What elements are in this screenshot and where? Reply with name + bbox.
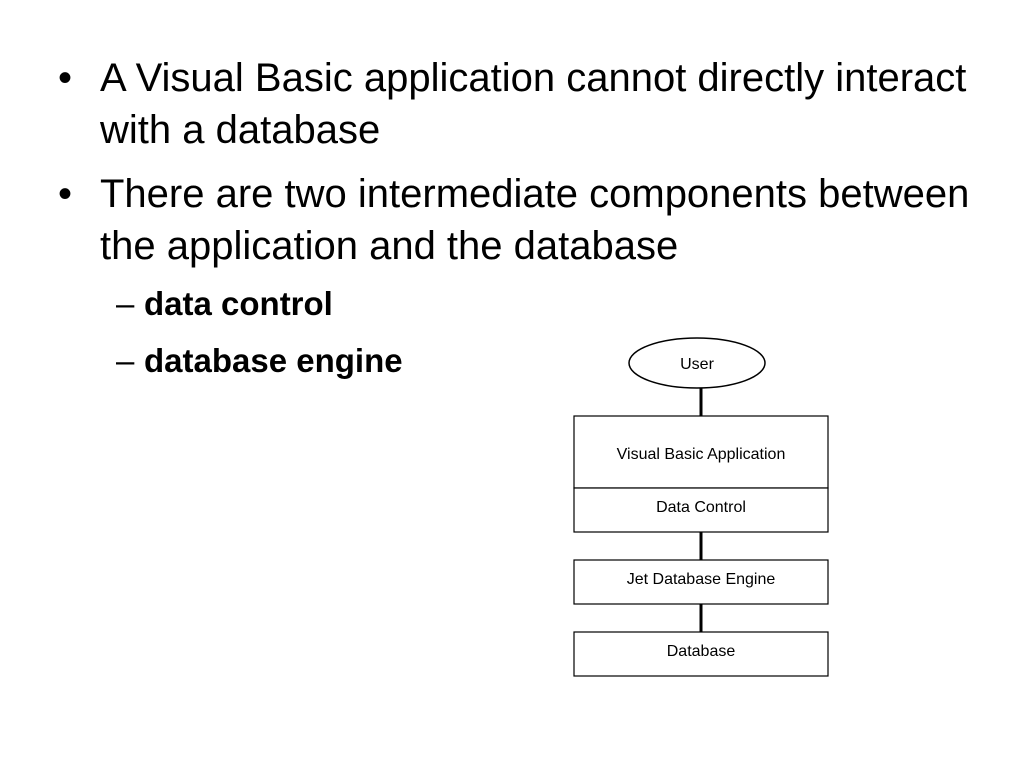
sub-bullet-text: database engine (144, 342, 403, 379)
data-control-label: Data Control (656, 499, 746, 516)
sub-bullet-marker: – (116, 285, 135, 322)
database-node (573, 631, 829, 677)
sub-bullet-marker: – (116, 342, 135, 379)
sub-bullet-item: – data control (116, 284, 998, 324)
sub-bullet-text: data control (144, 285, 333, 322)
jet-engine-node (573, 559, 829, 605)
sub-bullet-item: – database engine (116, 341, 998, 381)
bullet-text: A Visual Basic application cannot direct… (100, 56, 967, 152)
user-node (628, 337, 766, 389)
bullet-text: There are two intermediate components be… (100, 172, 970, 268)
bullet-item: • A Visual Basic application cannot dire… (58, 52, 998, 156)
database-label: Database (667, 643, 736, 660)
vb-app-label: Visual Basic Application (617, 446, 786, 463)
user-label: User (680, 356, 714, 373)
bullet-marker: • (58, 56, 73, 100)
bullet-marker: • (58, 172, 73, 216)
bullet-item: • There are two intermediate components … (58, 168, 998, 272)
bullet-list: • A Visual Basic application cannot dire… (58, 52, 998, 398)
jet-engine-label: Jet Database Engine (627, 571, 776, 588)
vb-app-node (573, 415, 829, 489)
data-control-node (573, 487, 829, 533)
